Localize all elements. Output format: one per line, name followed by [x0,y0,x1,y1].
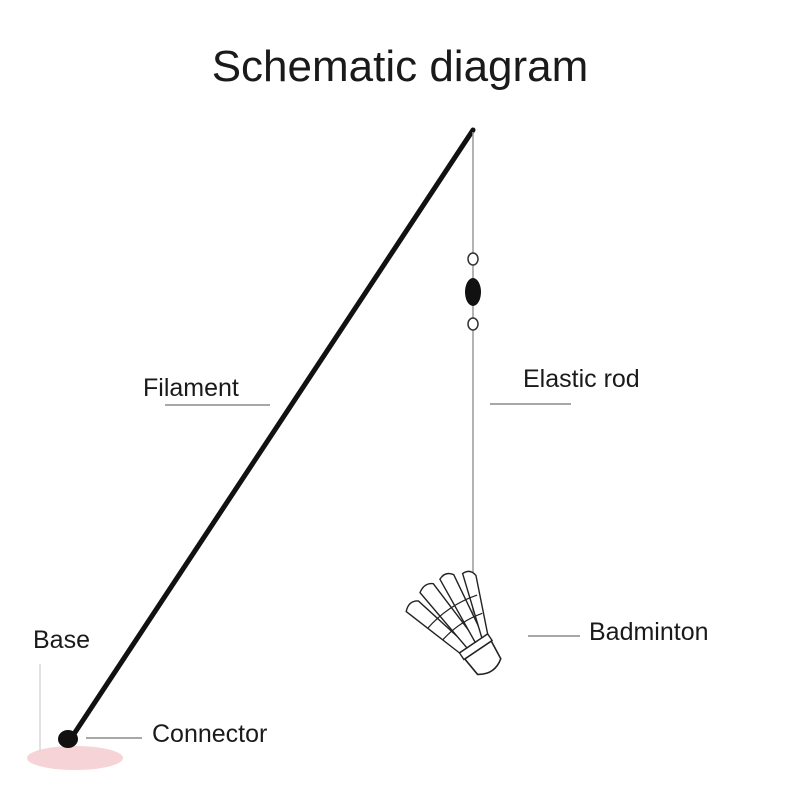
swivel-ring-bottom [467,317,479,331]
label-base: Base [33,626,90,654]
connector-knob [58,730,78,748]
shuttlecock-icon [405,570,502,676]
base-pad [27,746,123,770]
label-badminton: Badminton [589,618,709,646]
label-elastic-rod: Elastic rod [523,365,640,393]
swivel-weight [465,278,481,306]
swivel-ring-top [467,252,479,266]
filament-pole [67,127,476,743]
label-filament: Filament [143,374,239,402]
label-connector: Connector [152,720,268,748]
diagram-title: Schematic diagram [211,42,589,91]
